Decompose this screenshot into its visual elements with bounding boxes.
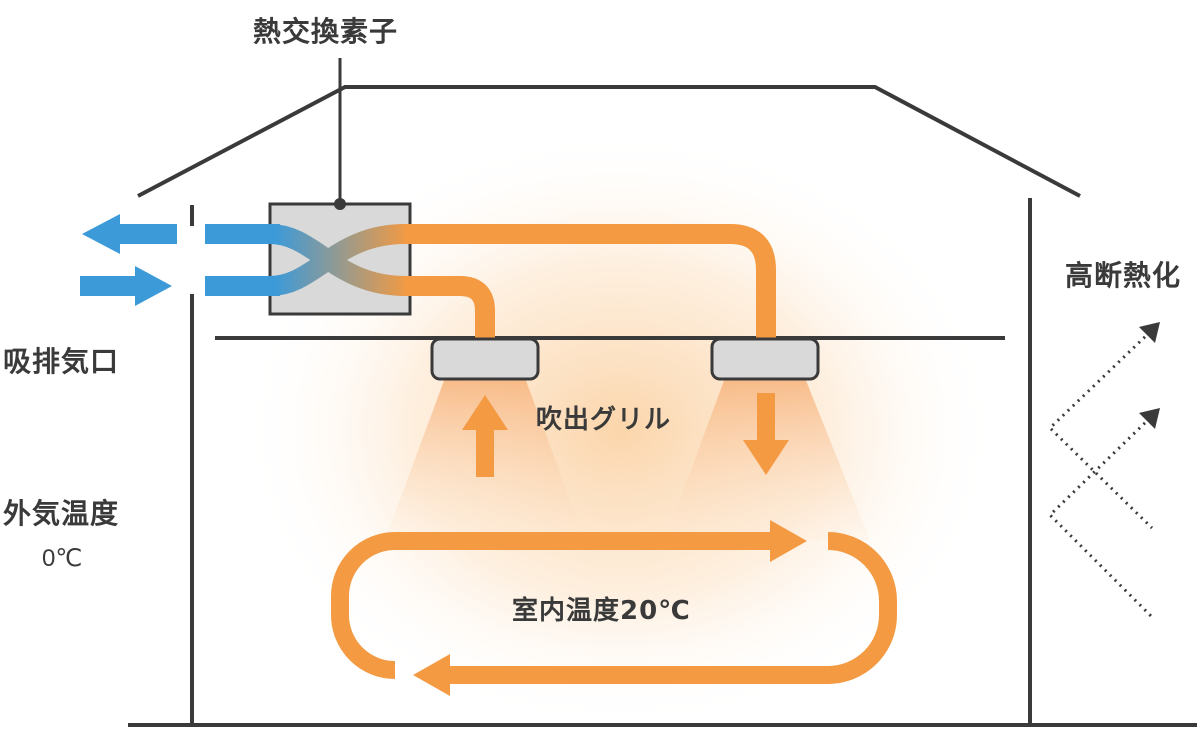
- outside-temp-label: 外気温度: [3, 497, 120, 530]
- insulation-arrow-head-bottom: [1139, 408, 1160, 429]
- exhaust-intake-label: 吸排気口: [3, 345, 120, 378]
- room-circulation: [331, 532, 897, 684]
- exchanger-crossing-pipes: [269, 224, 406, 296]
- circulation-arrow-top: [770, 520, 807, 562]
- grill-up-arrow: [462, 395, 508, 477]
- exhaust-arrow-head: [82, 214, 120, 254]
- insulation-arrow-head-top: [1139, 322, 1160, 343]
- warm-air-pipes: [405, 224, 776, 340]
- circulation-arrow-bottom: [413, 654, 450, 696]
- insulation-dotted-lines: [1047, 330, 1154, 619]
- insulation-label: 高断熱化: [1065, 259, 1182, 292]
- outlet-grill-label: 吹出グリル: [536, 405, 672, 435]
- grill-down-arrow: [743, 393, 789, 475]
- house-outline: [128, 85, 1197, 727]
- outside-temp-value: 0℃: [42, 545, 83, 572]
- grill-left: [430, 337, 540, 381]
- room-temp-label: 室内温度20℃: [512, 596, 691, 626]
- heat-exchanger-label: 熱交換素子: [253, 15, 399, 48]
- intake-arrow-head: [135, 266, 172, 306]
- grill-right: [710, 337, 820, 381]
- heat-exchanger-dot: [334, 198, 346, 210]
